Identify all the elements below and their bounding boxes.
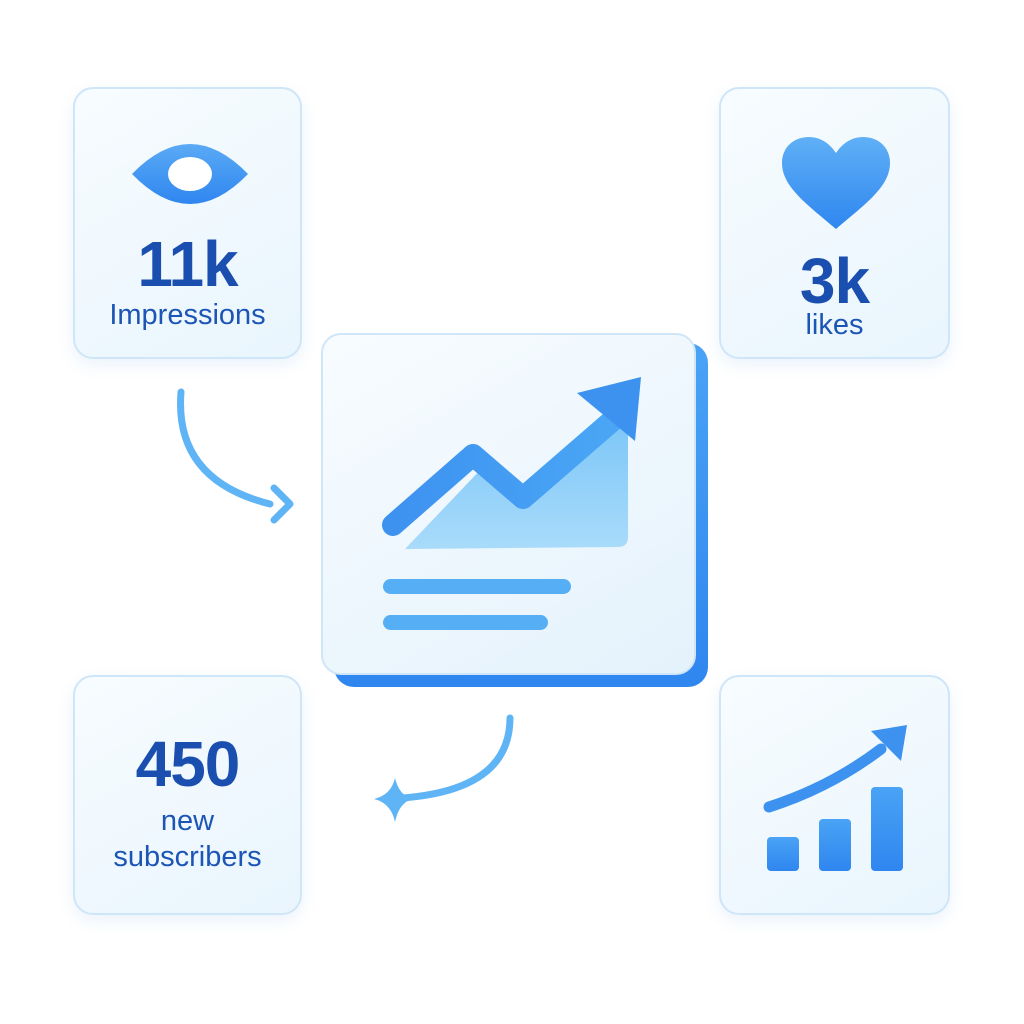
curved-arrow-icon bbox=[177, 388, 294, 524]
report-text-line-1 bbox=[383, 579, 571, 594]
subscribers-value: 450 bbox=[135, 728, 241, 800]
subscribers-label-line1: new bbox=[160, 805, 215, 837]
report-card bbox=[321, 333, 696, 675]
likes-label: likes bbox=[805, 309, 864, 341]
eye-icon bbox=[132, 144, 248, 204]
impressions-card: 11k Impressions bbox=[73, 87, 302, 359]
trend-chart-report-icon bbox=[382, 377, 641, 630]
growth-bar-2 bbox=[819, 819, 851, 871]
likes-value: 3k bbox=[799, 245, 870, 317]
growth-bar-3 bbox=[871, 787, 903, 871]
subscribers-card: 450 new subscribers bbox=[73, 675, 302, 915]
bar-chart-growth-icon bbox=[763, 725, 907, 871]
impressions-label: Impressions bbox=[109, 299, 266, 331]
likes-card: 3k likes bbox=[719, 87, 950, 359]
growth-card bbox=[719, 675, 950, 915]
sparkle-arrow-icon bbox=[374, 714, 514, 822]
subscribers-label-line2: subscribers bbox=[113, 841, 262, 873]
heart-icon bbox=[782, 137, 890, 229]
impressions-value: 11k bbox=[137, 228, 238, 300]
report-text-line-2 bbox=[383, 615, 548, 630]
growth-bar-1 bbox=[767, 837, 799, 871]
